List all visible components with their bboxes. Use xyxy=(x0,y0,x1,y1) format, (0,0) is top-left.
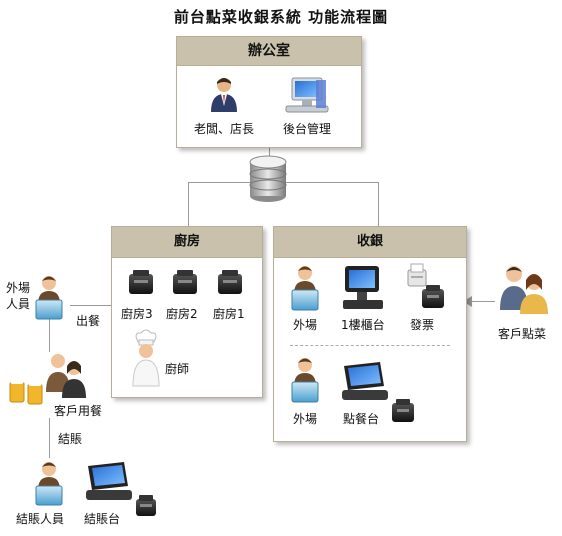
checkout-pos-icon xyxy=(86,462,132,500)
waiter-at-counter-icon xyxy=(291,358,319,403)
waiter-at-counter-icon xyxy=(291,266,319,311)
serve-label: 出餐 xyxy=(76,314,101,328)
arrow-head-icon xyxy=(463,296,472,307)
connector-db-kitchen xyxy=(188,182,189,226)
receipt-printer-icon xyxy=(407,263,427,287)
receipt-printer-icon xyxy=(392,399,414,422)
beer-mugs-icon xyxy=(9,378,43,405)
waiter-label: 外場 xyxy=(293,318,318,332)
customers-dining-icon xyxy=(46,354,86,398)
invoice-label: 發票 xyxy=(410,318,435,332)
kitchen-printer-icon xyxy=(218,270,242,294)
kitchen-printer-label: 廚房3 xyxy=(121,307,153,321)
kitchen-printer-label: 廚房1 xyxy=(213,307,245,321)
cashier-header: 收銀 xyxy=(274,227,466,258)
kitchen-printer-icon xyxy=(129,270,153,294)
computer-icon xyxy=(285,77,329,113)
kitchen-header: 廚房 xyxy=(112,227,262,258)
checkout-staff-label: 結賬人員 xyxy=(16,512,65,526)
cashier-divider xyxy=(290,345,450,346)
pos-terminal-icon xyxy=(342,362,388,400)
kitchen-printer-label: 廚房2 xyxy=(166,307,198,321)
office-panel: 辦公室 xyxy=(176,36,362,148)
connector-outfield-dining xyxy=(49,318,50,352)
checkout-printer-icon xyxy=(136,495,156,516)
customers-ordering-icon xyxy=(500,266,548,314)
office-header: 辦公室 xyxy=(177,37,361,66)
checkout-station-label: 結賬台 xyxy=(84,512,121,526)
kitchen-printer-icon xyxy=(173,270,197,294)
customer-order-label: 客戶點菜 xyxy=(498,327,547,341)
outfield-waiter-icon xyxy=(35,276,63,320)
connector-outfield-kitchen xyxy=(70,305,111,306)
outfield-staff-label: 外場 人員 xyxy=(6,281,31,311)
diagram-title: 前台點菜收銀系統 功能流程圖 xyxy=(173,8,389,26)
connector-dining-checkout xyxy=(49,418,50,458)
chef-label: 廚師 xyxy=(165,362,190,376)
counter-label: 1樓櫃台 xyxy=(341,318,385,332)
connector-db-cashier xyxy=(378,182,379,226)
order-station-label: 點餐台 xyxy=(343,412,380,426)
invoice-printer-icon xyxy=(422,285,444,308)
backend-label: 後台管理 xyxy=(283,122,332,136)
cashier-panel: 收銀 xyxy=(273,226,467,442)
checkout-label: 結賬 xyxy=(58,432,83,446)
manager-person-icon xyxy=(211,78,237,112)
connector-customer-cashier xyxy=(465,301,495,302)
database-icon xyxy=(249,155,287,202)
chef-icon xyxy=(132,329,160,387)
waiter-label: 外場 xyxy=(293,412,318,426)
boss-label: 老闆、店長 xyxy=(194,122,255,136)
checkout-waiter-icon xyxy=(35,462,63,506)
customer-dining-label: 客戶用餐 xyxy=(54,404,103,418)
connector-office-db xyxy=(269,146,270,160)
pos-terminal-icon xyxy=(343,266,383,309)
